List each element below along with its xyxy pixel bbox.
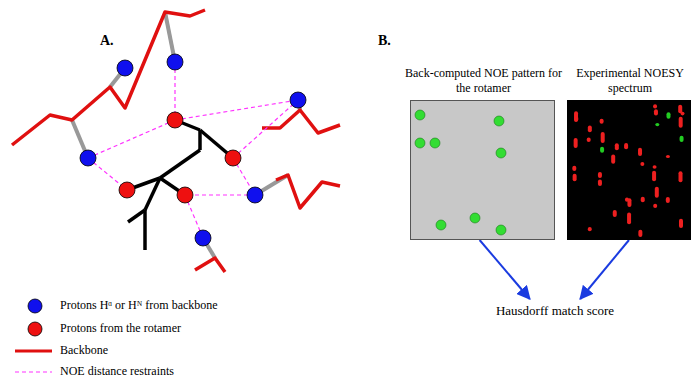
panel-label: B. [378,33,391,49]
spectrum-box: Experimental NOESY spectrum [567,100,691,240]
box-heading: Experimental NOESY spectrum [556,66,694,95]
spectrum-peaks [568,101,690,239]
legend-samples [15,299,52,372]
pattern-box: Back-computed NOE pattern for the rotame… [410,100,555,240]
result-text: Hausdorff match score [496,303,614,319]
legend-text: Backbone [60,343,108,358]
panel-label: A. [100,33,114,49]
match-arrow [480,240,530,299]
legend-text: Protons from the rotamer [60,321,181,336]
legend-text: Protons Hᵅ or Hᴺ from backbone [60,298,218,313]
legend-text: NOE distance restraints [60,364,174,379]
match-arrow [580,240,629,299]
score-node: Hausdorff match score [492,301,618,321]
box-heading: Back-computed NOE pattern for the rotame… [399,66,568,95]
computed-peaks [411,101,554,239]
